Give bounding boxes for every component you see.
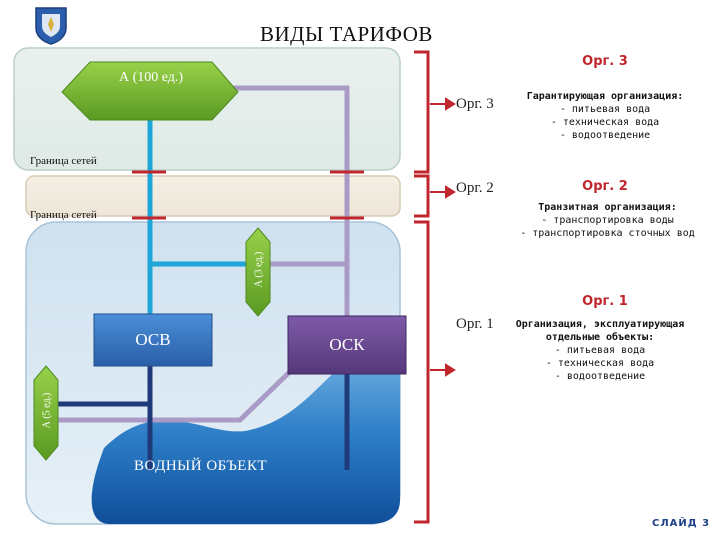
boundary-markers xyxy=(132,170,364,220)
pipe-lilac-main xyxy=(230,85,350,318)
tariff-a-main-label: А (100 ед.) xyxy=(118,70,184,85)
org1-heading: Орг. 1 xyxy=(582,294,628,309)
org1-side-label: Орг. 1 xyxy=(456,316,494,332)
zone-org2 xyxy=(25,175,401,217)
org2-description: Транзитная организация: - транспортировк… xyxy=(500,201,715,240)
org3-desc-title: Гарантирующая организация: xyxy=(526,91,684,102)
org3-description: Гарантирующая организация: - питьевая во… xyxy=(500,90,710,142)
tariff-a-small-label: А (3 ед.) xyxy=(253,251,265,288)
org3-side-label: Орг. 3 xyxy=(456,96,494,112)
coat-of-arms-icon xyxy=(35,7,67,45)
org1-desc-line: - водоотведение xyxy=(554,371,646,382)
osk-box xyxy=(287,315,407,375)
org3-desc-line: - питьевая вода xyxy=(559,104,651,115)
boundary-label-bottom: Граница сетей xyxy=(30,209,97,221)
org1-desc-title: Организация, эксплуатирующая отдельные о… xyxy=(515,319,685,343)
org1-description: Организация, эксплуатирующая отдельные о… xyxy=(500,318,700,383)
water-body-label: ВОДНЫЙ ОБЪЕКТ xyxy=(134,458,268,474)
tariff-a-main-hexagon xyxy=(61,61,239,121)
org2-side-label: Орг. 2 xyxy=(456,180,494,196)
logo xyxy=(30,4,72,46)
org2-heading: Орг. 2 xyxy=(582,179,628,194)
osk-label: ОСК xyxy=(329,335,365,354)
slide-number: СЛАЙД 3 xyxy=(652,518,711,529)
page-title: ВИДЫ ТАРИФОВ xyxy=(260,22,433,46)
water-body-shape xyxy=(91,341,401,524)
org3-desc-line: - водоотведение xyxy=(559,130,651,141)
org2-desc-line: - транспортировка воды xyxy=(541,215,674,226)
org3-heading: Орг. 3 xyxy=(582,54,628,69)
tariff-a-side-label: А (5 ед.) xyxy=(41,392,53,429)
tariff-a-small-hexagon xyxy=(245,227,271,317)
osv-label: ОСВ xyxy=(135,330,171,349)
boundary-label-top: Граница сетей xyxy=(30,155,97,167)
org2-desc-line: - транспортировка сточных вод xyxy=(520,228,695,239)
tariff-a-side-hexagon xyxy=(33,365,59,461)
osv-box xyxy=(93,313,213,367)
org-arrows xyxy=(430,97,456,377)
org1-desc-line: - питьевая вода xyxy=(554,345,646,356)
org2-desc-title: Транзитная организация: xyxy=(538,202,677,213)
org1-desc-line: - техническая вода xyxy=(545,358,655,369)
org3-desc-line: - техническая вода xyxy=(550,117,660,128)
org-brackets xyxy=(414,50,430,524)
pipe-lilac-low xyxy=(58,360,302,423)
